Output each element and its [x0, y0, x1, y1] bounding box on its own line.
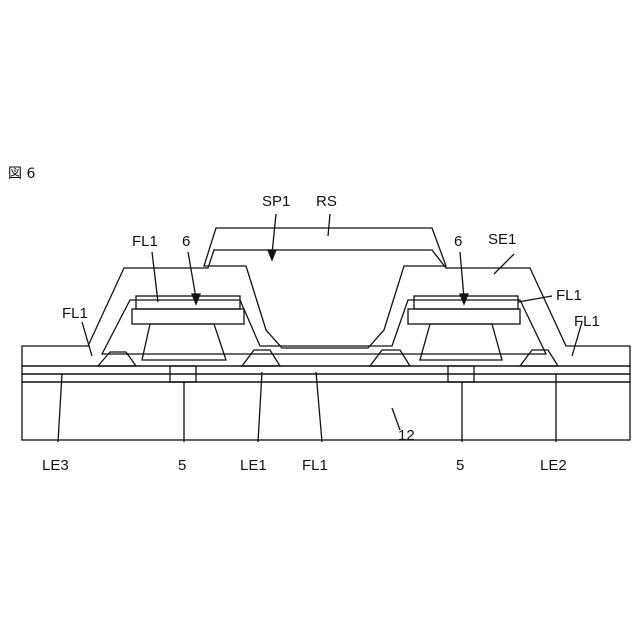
- label-6-left: 6: [182, 233, 190, 250]
- figure-label: 図 6: [8, 166, 35, 182]
- base-film-layer: [22, 374, 630, 382]
- label-fl1-right-upper: FL1: [556, 287, 582, 304]
- label-le2: LE2: [540, 457, 567, 474]
- lower-electrode-layer: [22, 366, 630, 374]
- pad-6-left: [136, 296, 240, 309]
- resin-rs: [204, 228, 446, 348]
- label-le1: LE1: [240, 457, 267, 474]
- label-le3: LE3: [42, 457, 69, 474]
- label-12: 12: [398, 427, 415, 444]
- fl1-bump-b: [242, 350, 280, 366]
- label-6-right: 6: [454, 233, 462, 250]
- label-se1: SE1: [488, 231, 516, 248]
- label-fl1-right-lower: FL1: [574, 313, 600, 330]
- pad-base-left: [132, 309, 244, 324]
- pad-base-right: [408, 309, 520, 324]
- fl1-bump-c: [370, 350, 410, 366]
- label-5-left: 5: [178, 457, 186, 474]
- inner-cavity-outline: [102, 300, 546, 354]
- label-5-right: 5: [456, 457, 464, 474]
- label-rs: RS: [316, 193, 337, 210]
- fl1-bump-d: [520, 350, 558, 366]
- label-fl1-top-left: FL1: [132, 233, 158, 250]
- label-fl1-left: FL1: [62, 305, 88, 322]
- substrate-12: [22, 382, 630, 440]
- label-sp1: SP1: [262, 193, 290, 210]
- label-fl1-bottom: FL1: [302, 457, 328, 474]
